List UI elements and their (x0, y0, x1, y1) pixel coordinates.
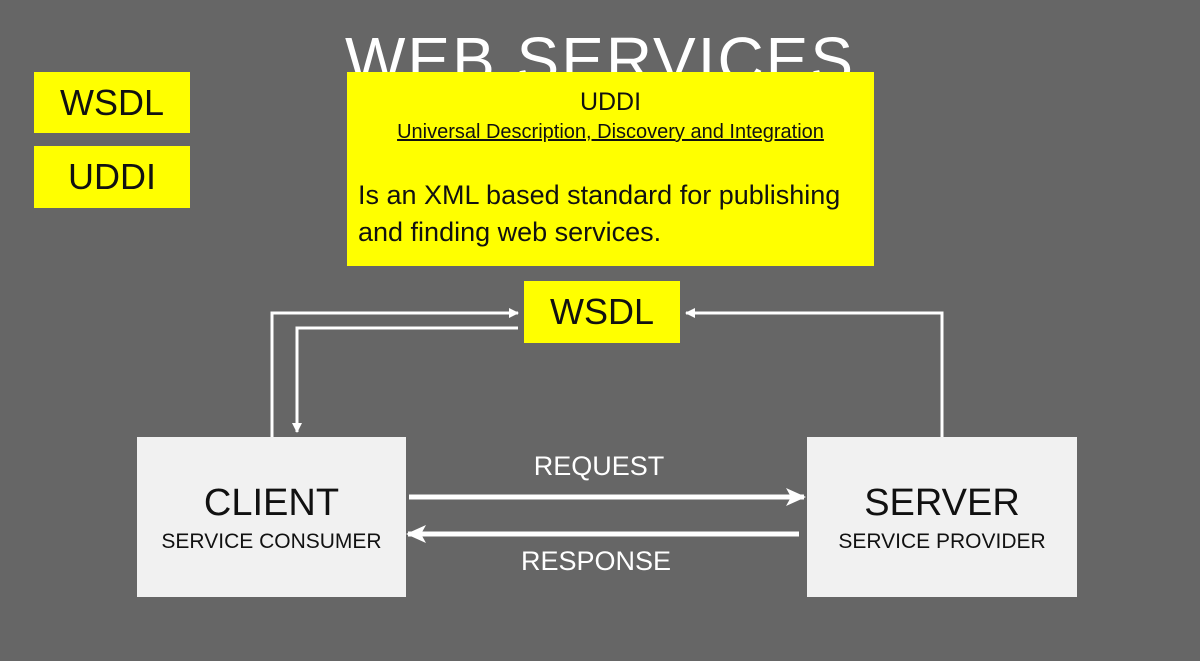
response-label: RESPONSE (520, 546, 672, 576)
uddi-card-title: UDDI (579, 88, 642, 116)
server-to-wsdl-arrow (685, 308, 944, 437)
client-to-wsdl-arrow (270, 308, 519, 437)
client-name: CLIENT (203, 482, 340, 524)
client-box: CLIENT SERVICE CONSUMER (137, 437, 406, 597)
legend-uddi: UDDI (34, 146, 190, 208)
uddi-card-subtitle: Universal Description, Discovery and Int… (397, 121, 824, 143)
uddi-info-card: UDDI Universal Description, Discovery an… (347, 72, 874, 266)
client-role: SERVICE CONSUMER (161, 530, 382, 553)
uddi-card-description: Is an XML based standard for publishing … (358, 180, 841, 247)
server-role: SERVICE PROVIDER (838, 530, 1046, 553)
request-label: REQUEST (533, 451, 665, 481)
wsdl-node: WSDL (524, 281, 680, 343)
server-name: SERVER (864, 482, 1020, 524)
legend-wsdl: WSDL (34, 72, 190, 133)
wsdl-to-client-arrow (292, 326, 518, 433)
server-box: SERVER SERVICE PROVIDER (807, 437, 1077, 597)
